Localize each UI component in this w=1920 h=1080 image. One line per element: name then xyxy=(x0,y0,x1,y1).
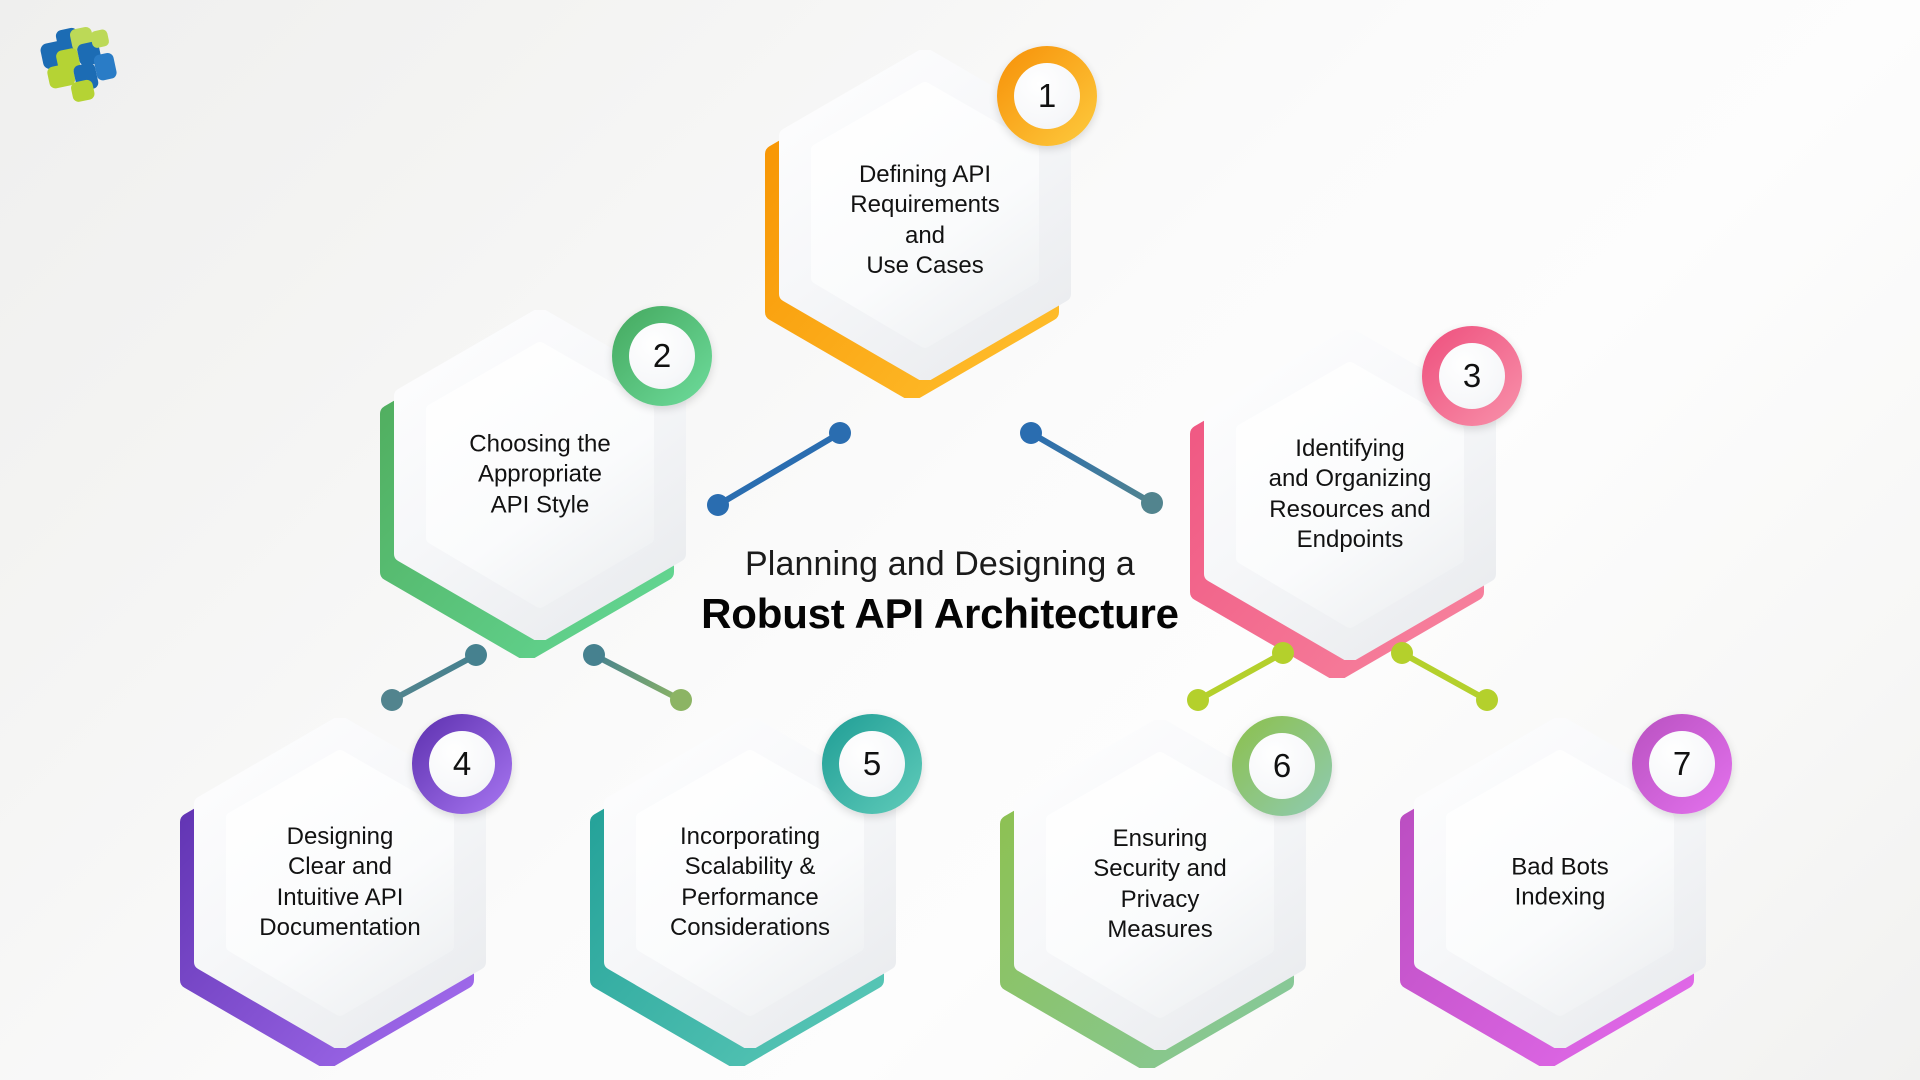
step-badge-5[interactable]: 5 xyxy=(822,714,922,814)
step-number-6: 6 xyxy=(1249,733,1315,799)
hex-face-1 xyxy=(779,50,1071,380)
step-number-2: 2 xyxy=(629,323,695,389)
hex-face-7 xyxy=(1414,718,1706,1048)
step-badge-1[interactable]: 1 xyxy=(997,46,1097,146)
step-number-3: 3 xyxy=(1439,343,1505,409)
step-badge-6[interactable]: 6 xyxy=(1232,716,1332,816)
step-number-5: 5 xyxy=(839,731,905,797)
title-line-2: Robust API Architecture xyxy=(701,590,1179,638)
hex-face-5 xyxy=(604,718,896,1048)
step-badge-4[interactable]: 4 xyxy=(412,714,512,814)
company-logo xyxy=(36,22,132,104)
step-badge-7[interactable]: 7 xyxy=(1632,714,1732,814)
hex-face-4 xyxy=(194,718,486,1048)
connector-1-to-3 xyxy=(1020,422,1163,514)
step-number-7: 7 xyxy=(1649,731,1715,797)
step-number-4: 4 xyxy=(429,731,495,797)
connector-2-to-1 xyxy=(707,422,851,516)
hex-face-2 xyxy=(394,310,686,640)
title-line-1: Planning and Designing a xyxy=(745,545,1135,583)
step-badge-3[interactable]: 3 xyxy=(1422,326,1522,426)
step-badge-2[interactable]: 2 xyxy=(612,306,712,406)
hex-face-6 xyxy=(1014,720,1306,1050)
page-title: Planning and Designing a Robust API Arch… xyxy=(660,545,1220,639)
step-number-1: 1 xyxy=(1014,63,1080,129)
hex-face-3 xyxy=(1204,330,1496,660)
